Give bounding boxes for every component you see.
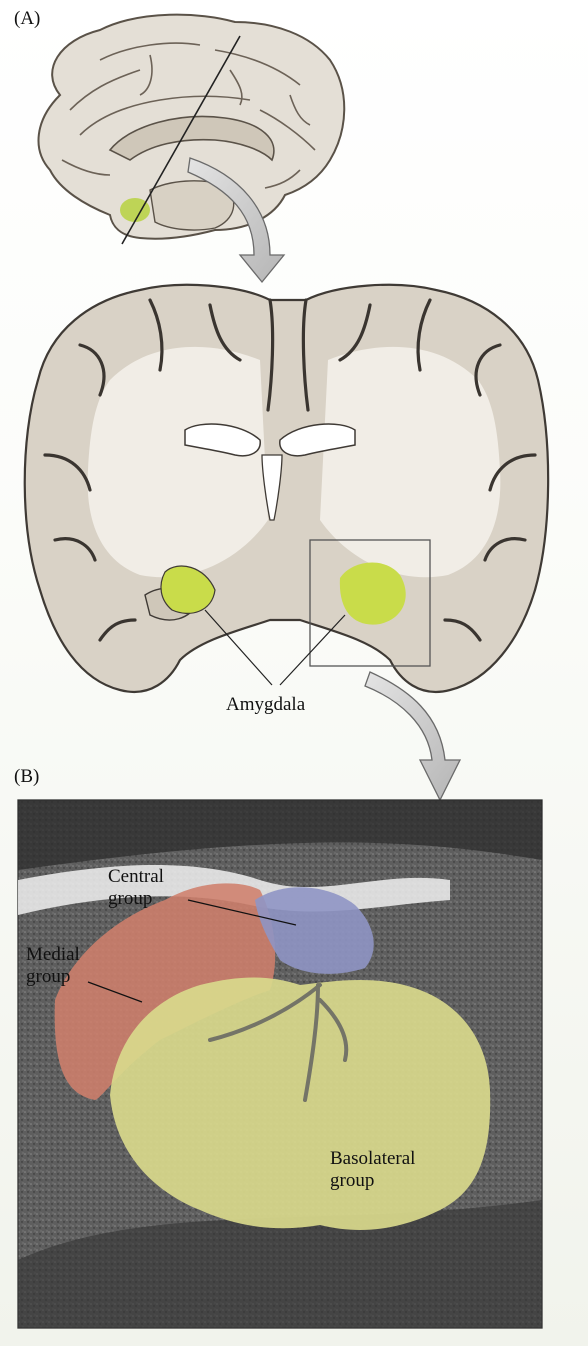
- amygdala-left: [160, 565, 216, 614]
- panel-b-letter: (B): [14, 766, 40, 787]
- white-matter-left: [87, 346, 268, 578]
- histology-panel: [17, 799, 543, 1329]
- central-group-label-line2: group: [108, 888, 153, 909]
- leader-amygdala-left: [204, 609, 273, 686]
- medial-brain-view: [37, 13, 346, 245]
- basolateral-group-region: [110, 977, 491, 1230]
- central-group-region: [255, 887, 374, 974]
- third-ventricle: [261, 454, 283, 521]
- basolateral-group-label-line2: group: [330, 1170, 375, 1191]
- medial-group-region: [54, 883, 276, 1100]
- section-plane-line: [121, 35, 241, 245]
- brainstem: [149, 180, 235, 231]
- lateral-ventricle-left: [184, 423, 261, 457]
- fiber-band-bottom: [18, 1200, 542, 1328]
- leader-amygdala-right: [279, 614, 346, 686]
- lateral-ventricle-right: [279, 423, 356, 457]
- fiber-band-top: [18, 800, 542, 870]
- leader-medial: [87, 981, 143, 1003]
- medial-group-label-line2: group: [26, 966, 71, 987]
- white-matter-right: [320, 346, 501, 578]
- amygdala-medial-highlight: [120, 198, 150, 222]
- vessels: [208, 983, 349, 1102]
- gyri-lines: [61, 42, 316, 189]
- corpus-callosum: [108, 115, 275, 162]
- amygdala-right: [339, 562, 406, 625]
- medial-group-label-line1: Medial: [26, 944, 80, 965]
- panel-a-letter: (A): [14, 8, 41, 29]
- amygdala-label: Amygdala: [226, 694, 306, 715]
- coronal-section: [23, 283, 550, 693]
- arrow-to-coronal: [187, 157, 286, 284]
- basolateral-group-label-line1: Basolateral: [330, 1148, 416, 1169]
- central-group-label-line1: Central: [108, 866, 164, 887]
- leader-central: [187, 899, 297, 926]
- zoom-box: [309, 539, 431, 667]
- sulci: [43, 298, 537, 642]
